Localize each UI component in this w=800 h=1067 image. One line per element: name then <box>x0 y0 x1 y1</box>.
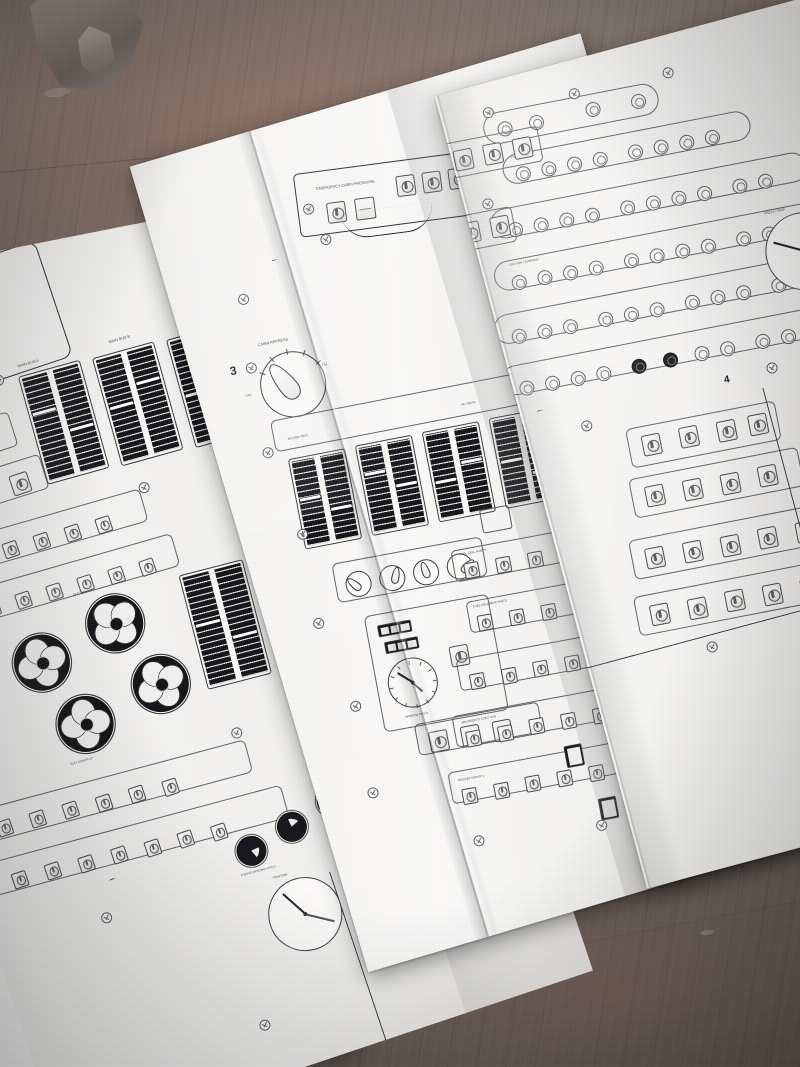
panel-number-3: 3 <box>228 363 238 379</box>
toggle-switch[interactable] <box>555 769 574 788</box>
toggle-switch[interactable] <box>524 774 542 793</box>
toggle-switch[interactable] <box>500 666 519 686</box>
toggle-switch[interactable] <box>488 214 512 239</box>
meter-bank-label: MAIN BUS B <box>108 334 131 345</box>
toggle-switch[interactable] <box>476 613 495 632</box>
event-indicator <box>597 795 620 821</box>
toggle-switch[interactable] <box>531 659 550 678</box>
toggle-switch[interactable] <box>508 608 526 627</box>
toggle-switch[interactable] <box>463 560 481 580</box>
toggle-switch[interactable] <box>526 550 545 569</box>
talkback-indicator <box>6 627 77 698</box>
strip-meter <box>92 341 184 466</box>
panel-screw <box>705 640 719 654</box>
dump-toggle[interactable] <box>395 173 417 198</box>
panel-screw <box>661 66 675 80</box>
panel-screw <box>765 361 779 375</box>
toggle-switch[interactable] <box>540 602 558 622</box>
panel-screw <box>472 834 486 848</box>
talkback-indicator <box>80 588 151 659</box>
toggle-switch[interactable] <box>481 141 505 166</box>
s-band-pitch-knob[interactable] <box>231 831 272 872</box>
panel-screw <box>237 292 251 306</box>
talkback-indicator <box>50 688 121 759</box>
panel-screw <box>312 616 326 630</box>
event-indicator <box>563 743 586 769</box>
dump-toggle-b[interactable] <box>421 170 443 194</box>
talkback-indicator <box>125 648 196 719</box>
panel-number-4: 4 <box>723 374 731 386</box>
talkback-label: SUIT COMPR 1P <box>70 755 94 767</box>
toggle-switch[interactable] <box>496 724 515 743</box>
toggle-switch[interactable] <box>494 555 513 575</box>
panel-screw <box>319 233 333 246</box>
toggle-switch[interactable] <box>527 716 546 736</box>
toggle-switch[interactable] <box>511 135 534 161</box>
talkback-indicator <box>0 668 5 739</box>
talkback-label: SEC GLY <box>72 589 86 597</box>
panel-screw <box>230 726 244 740</box>
toggle-switch[interactable] <box>468 671 487 691</box>
toggle-switch[interactable] <box>587 763 606 783</box>
toggle-switch[interactable] <box>461 786 479 806</box>
toggle-switch[interactable] <box>464 729 483 748</box>
panel-screw <box>595 818 609 832</box>
toggle-switch[interactable] <box>563 654 582 673</box>
toggle-switch[interactable] <box>492 781 511 801</box>
toggle-switch[interactable] <box>559 711 578 731</box>
